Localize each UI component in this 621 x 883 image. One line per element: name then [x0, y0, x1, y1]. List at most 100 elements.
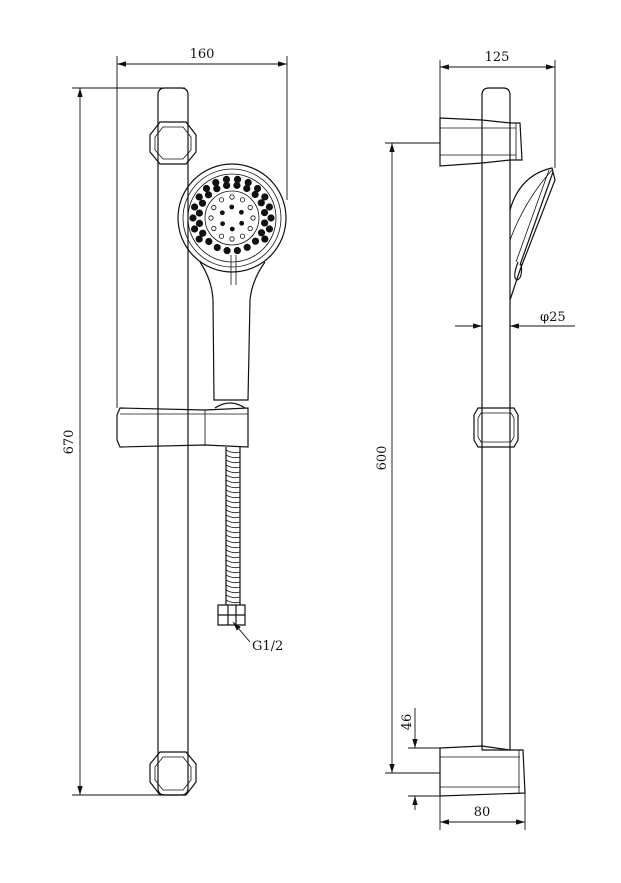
hose-coil [225, 494, 241, 499]
hand-shower-front [177, 163, 287, 401]
hose-coil [225, 564, 241, 569]
spray-nozzles [189, 175, 275, 255]
hose-coil [225, 569, 241, 574]
nozzle [267, 214, 275, 222]
nozzle [195, 209, 203, 217]
nozzle [218, 233, 225, 239]
hose-coil [225, 509, 241, 514]
hose-coil [225, 599, 241, 604]
hose-coil [225, 549, 241, 554]
nozzle [239, 233, 246, 239]
hose-coil [225, 524, 241, 529]
hose-coil [225, 544, 241, 549]
hose-coil [225, 594, 241, 599]
nozzle [229, 194, 235, 200]
nozzle [233, 175, 242, 183]
nozzle [260, 209, 269, 217]
slider-holder [116, 402, 249, 448]
nozzle [211, 225, 217, 232]
nozzle [213, 243, 221, 252]
hose-coil [225, 574, 241, 579]
nozzle [233, 246, 241, 255]
hose-coil [225, 474, 241, 479]
dim-label-670: 670 [62, 430, 77, 455]
hose-coil [225, 449, 241, 454]
hose-coil [225, 534, 241, 539]
hose-coil [225, 479, 241, 484]
nozzle [261, 193, 269, 201]
hose-coil [225, 459, 241, 464]
hose-coil [225, 464, 241, 469]
nozzle [265, 203, 274, 211]
dimension-160: 160 [116, 47, 288, 408]
dim-label-600: 600 [375, 446, 390, 471]
hose-coil [225, 514, 241, 519]
nozzle [190, 203, 199, 211]
hose-nut [217, 604, 246, 626]
nozzle [243, 243, 251, 251]
hose-coil [225, 469, 241, 474]
hose-coil [225, 454, 241, 459]
bottom-bracket-side [439, 745, 526, 797]
nozzle [212, 178, 220, 187]
nozzle [247, 225, 253, 232]
slide-rail-side [481, 87, 511, 751]
connection-label: G1/2 [252, 639, 283, 654]
nozzle [198, 199, 207, 207]
nozzle [223, 181, 231, 190]
nozzle [238, 209, 244, 215]
hose-coil [225, 579, 241, 584]
nozzle [261, 219, 269, 227]
dim-label-46: 46 [400, 714, 415, 731]
nozzle [244, 178, 252, 187]
side-view: 125 φ25 600 46 80 [375, 50, 575, 830]
dim-label-125: 125 [485, 50, 510, 65]
nozzle [265, 225, 274, 233]
dim-label-diameter: φ25 [540, 310, 566, 325]
nozzle [229, 204, 235, 210]
nozzle [257, 229, 266, 237]
dimension-80: 80 [439, 793, 526, 830]
dimension-125: 125 [439, 50, 556, 168]
nozzle [222, 175, 231, 183]
top-wall-bracket [149, 121, 197, 165]
hose-coil [225, 489, 241, 494]
front-view: 160 670 G1/2 [62, 47, 288, 796]
nozzle [202, 184, 211, 193]
nozzle [190, 225, 199, 233]
dimension-diameter: φ25 [455, 310, 575, 329]
nozzle [251, 237, 260, 245]
nozzle [229, 236, 235, 242]
nozzle [229, 226, 235, 232]
nozzle [199, 229, 207, 237]
nozzle [213, 185, 221, 193]
nozzle [261, 235, 269, 243]
dim-label-160: 160 [190, 47, 215, 62]
slider-holder-side [473, 407, 519, 448]
nozzle [195, 219, 204, 227]
nozzle [195, 193, 203, 201]
dimension-670: 670 [62, 87, 185, 796]
hose-coil [225, 504, 241, 509]
nozzle [239, 220, 245, 226]
nozzle [247, 204, 253, 211]
hose-coil [225, 554, 241, 559]
nozzle [218, 197, 225, 203]
nozzle [208, 215, 214, 221]
connection-callout: G1/2 [232, 621, 283, 654]
nozzle [243, 184, 251, 193]
shower-hose [217, 447, 246, 626]
nozzle [219, 210, 225, 216]
top-bracket-side [439, 117, 523, 167]
hose-coil [225, 559, 241, 564]
nozzle [211, 204, 217, 211]
hand-shower-side [509, 167, 556, 301]
nozzle [204, 191, 213, 199]
nozzle [251, 190, 259, 199]
hose-coil [225, 539, 241, 544]
nozzle [189, 214, 197, 222]
nozzle [239, 197, 246, 203]
nozzle [223, 247, 231, 255]
